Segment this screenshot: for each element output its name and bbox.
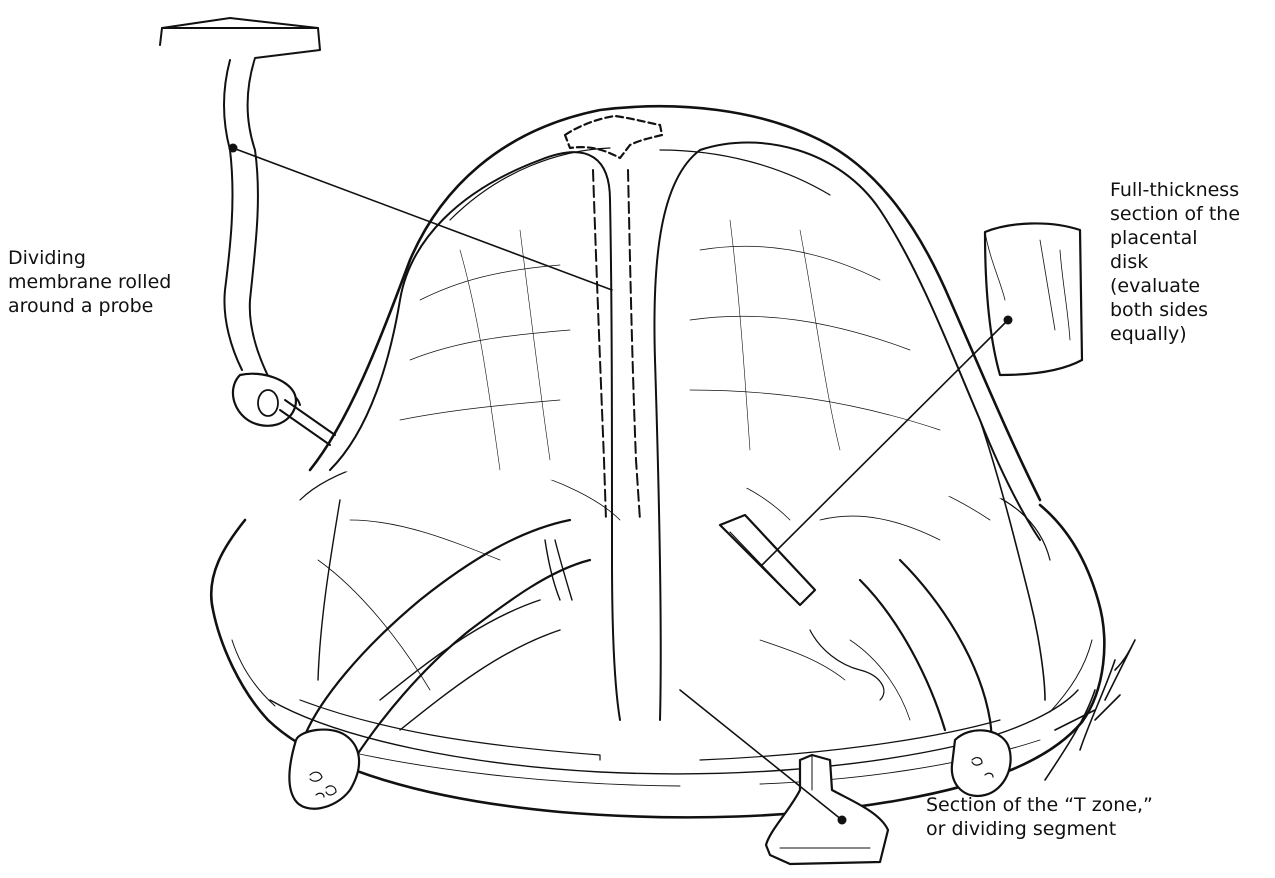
label-line: Full-thickness [1110, 178, 1240, 202]
full-thickness-block [985, 223, 1082, 375]
label-line: Section of the “T zone,” [926, 793, 1153, 817]
label-line: (evaluate [1110, 274, 1240, 298]
label-line: around a probe [8, 294, 171, 318]
label-line: equally) [1110, 322, 1240, 346]
label-line: disk [1110, 250, 1240, 274]
label-t-zone-section: Section of the “T zone,” or dividing seg… [926, 793, 1153, 841]
rolled-membrane-probe [160, 18, 335, 445]
label-line: or dividing segment [926, 817, 1153, 841]
label-line: placental [1110, 226, 1240, 250]
label-line: membrane rolled [8, 270, 171, 294]
label-line: both sides [1110, 298, 1240, 322]
label-full-thickness-section: Full-thickness section of the placental … [1110, 178, 1240, 346]
label-line: section of the [1110, 202, 1240, 226]
label-line: Dividing [8, 246, 171, 270]
label-dividing-membrane: Dividing membrane rolled around a probe [8, 246, 171, 318]
artist-signature [1035, 600, 1145, 790]
